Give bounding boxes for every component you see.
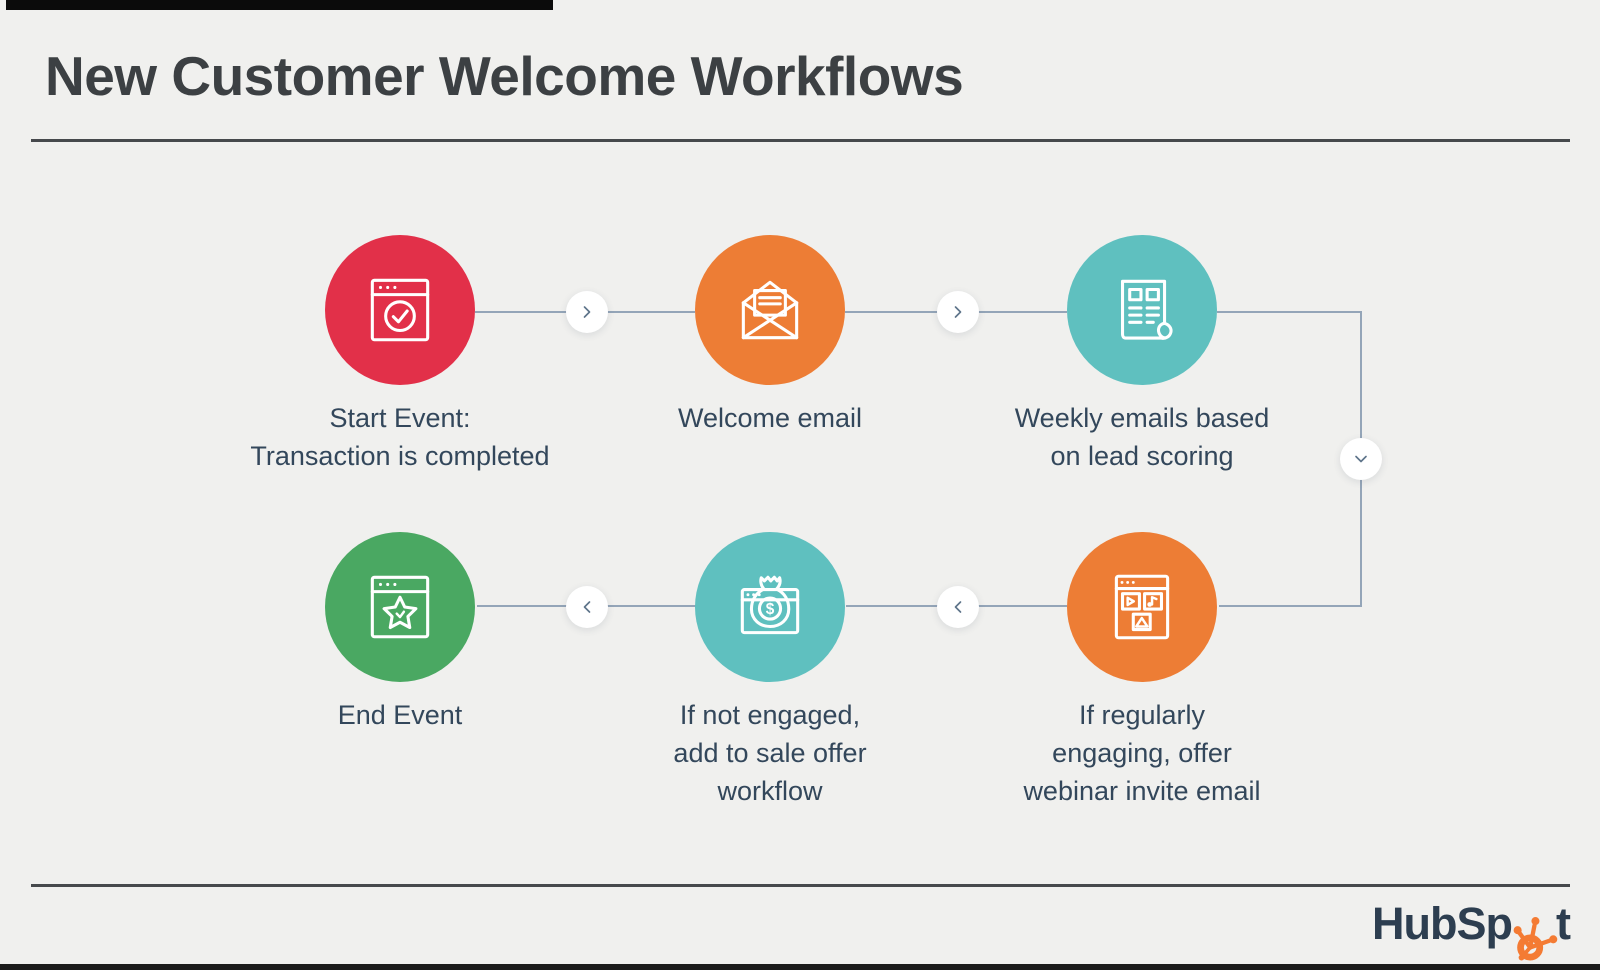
- browser-star-icon: [370, 575, 430, 639]
- bottom-divider: [31, 884, 1570, 887]
- arrow-left-bubble: [937, 586, 979, 628]
- page-title: New Customer Welcome Workflows: [45, 45, 964, 107]
- chevron-down-icon: [1355, 455, 1367, 463]
- node-webinar-invite: [1067, 532, 1217, 682]
- node-label-webinar-invite: If regularly engaging, offer webinar inv…: [1023, 700, 1261, 806]
- node-welcome-email: [695, 235, 845, 385]
- browser-check-icon: [370, 278, 430, 342]
- newsletter-icon: [1120, 279, 1173, 340]
- hubspot-logo: HubSp t: [1372, 898, 1571, 961]
- browser-media-icon: [1114, 574, 1170, 640]
- open-envelope-icon: [741, 280, 799, 340]
- arrow-left-bubble: [566, 586, 608, 628]
- node-start-event: [325, 235, 475, 385]
- arrow-down-bubble: [1340, 438, 1382, 480]
- chevron-left-icon: [583, 601, 591, 613]
- node-label-sale-offer: If not engaged, add to sale offer workfl…: [673, 700, 867, 806]
- svg-text:$: $: [766, 601, 775, 618]
- logo-text-prefix: HubSp: [1372, 898, 1513, 949]
- top-divider: [31, 139, 1570, 142]
- hubspot-sprocket-icon: [1513, 917, 1558, 961]
- chevron-right-icon: [583, 306, 591, 318]
- money-bag-icon: $: [740, 575, 800, 635]
- top-edge-bar: [6, 0, 553, 10]
- bottom-edge-bar: [0, 964, 1600, 970]
- arrow-right-bubble: [566, 291, 608, 333]
- node-label-end-event: End Event: [337, 700, 463, 730]
- node-end-event: [325, 532, 475, 682]
- logo-text-suffix: t: [1556, 898, 1571, 949]
- chevron-right-icon: [954, 306, 962, 318]
- node-label-start-event: Start Event: Transaction is completed: [250, 403, 550, 471]
- arrow-right-bubble: [937, 291, 979, 333]
- node-label-weekly-emails: Weekly emails based on lead scoring: [1014, 403, 1270, 471]
- connector-line: [1217, 311, 1361, 313]
- chevron-left-icon: [954, 601, 962, 613]
- node-label-welcome-email: Welcome email: [677, 403, 863, 433]
- node-weekly-emails: [1067, 235, 1217, 385]
- connector-line: [1219, 605, 1361, 607]
- node-sale-offer: $: [695, 532, 845, 682]
